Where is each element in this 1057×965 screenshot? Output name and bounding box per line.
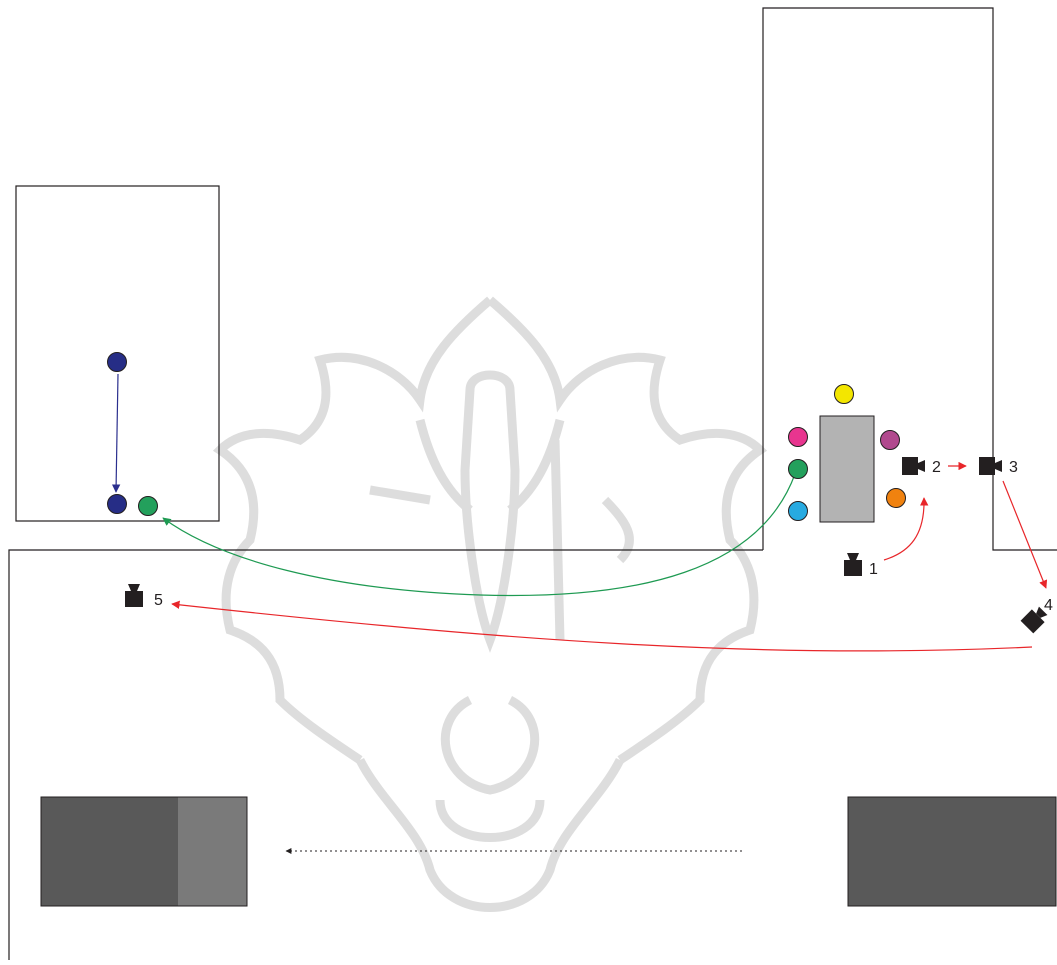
right-block — [847, 796, 1057, 907]
camera-2: 2 — [902, 457, 941, 476]
person-orange-icon — [886, 488, 906, 508]
person-purple-icon — [880, 430, 900, 450]
camera-path-1-2 — [883, 497, 929, 561]
camera-icon — [979, 457, 1002, 475]
left-room — [15, 185, 220, 522]
person-yellow-icon — [834, 384, 854, 404]
camera-path-4-5 — [171, 600, 1033, 652]
left-block — [40, 796, 248, 907]
meeting-table — [819, 415, 875, 523]
camera-layer: 1 2 3 4 5 — [125, 457, 1053, 634]
main-hall — [8, 549, 763, 960]
person-navy-end-icon — [107, 494, 127, 514]
green-movement-arrow — [162, 473, 796, 597]
person-cyan-icon — [788, 501, 808, 521]
right-room — [762, 7, 1057, 551]
blue-movement-arrow — [111, 373, 121, 493]
camera-icon — [125, 584, 143, 607]
camera-label: 2 — [932, 459, 941, 476]
camera-1: 1 — [844, 553, 878, 578]
person-green-end-icon — [138, 496, 158, 516]
camera-label: 3 — [1009, 459, 1018, 476]
camera-3: 3 — [979, 457, 1018, 476]
camera-4: 4 — [1020, 597, 1053, 634]
university-emblem-icon — [212, 296, 768, 912]
camera-path-3-4 — [1002, 480, 1048, 589]
people-layer — [107, 352, 906, 521]
camera-label: 1 — [869, 561, 878, 578]
camera-label: 4 — [1044, 597, 1053, 614]
person-navy-start-icon — [107, 352, 127, 372]
camera-icon — [902, 457, 925, 475]
camera-icon — [844, 553, 862, 576]
room-walls — [8, 7, 1057, 960]
camera-label: 5 — [154, 592, 163, 609]
person-green-icon — [788, 459, 808, 479]
person-magenta-icon — [788, 427, 808, 447]
camera-5: 5 — [125, 584, 163, 609]
